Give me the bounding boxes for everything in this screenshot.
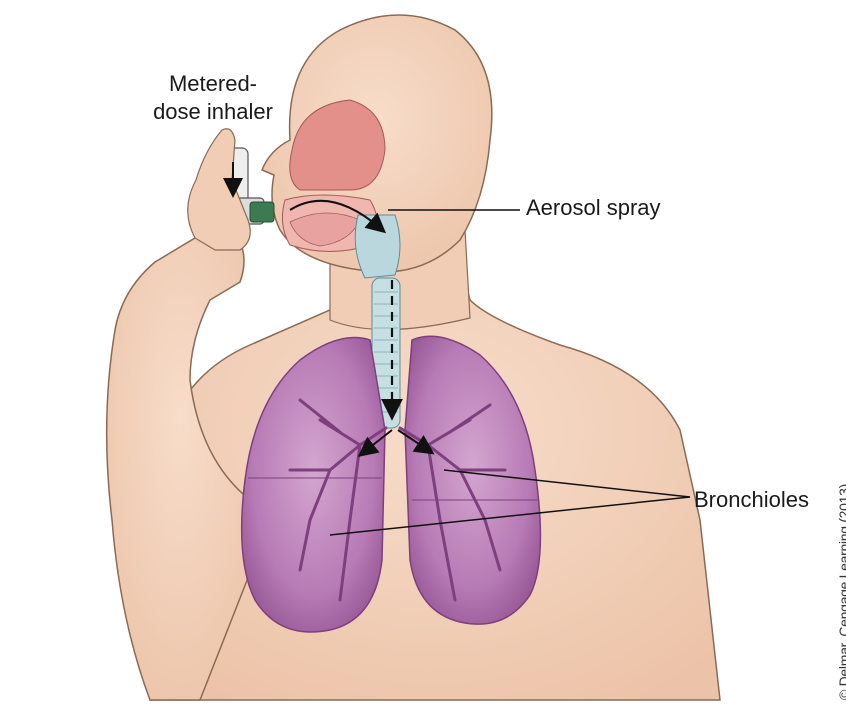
inhaler-mouthpiece [250,202,274,222]
bronchioles-label: Bronchioles [694,486,809,514]
aerosol-spray-label: Aerosol spray [526,194,661,222]
larynx [355,215,400,278]
inhaler-label: Metered- dose inhaler [138,70,288,126]
inhaler-label-line2: dose inhaler [138,98,288,126]
inhaler-label-line1: Metered- [138,70,288,98]
copyright-credit: © Delmar, Cengage Learning (2013) [836,484,846,700]
